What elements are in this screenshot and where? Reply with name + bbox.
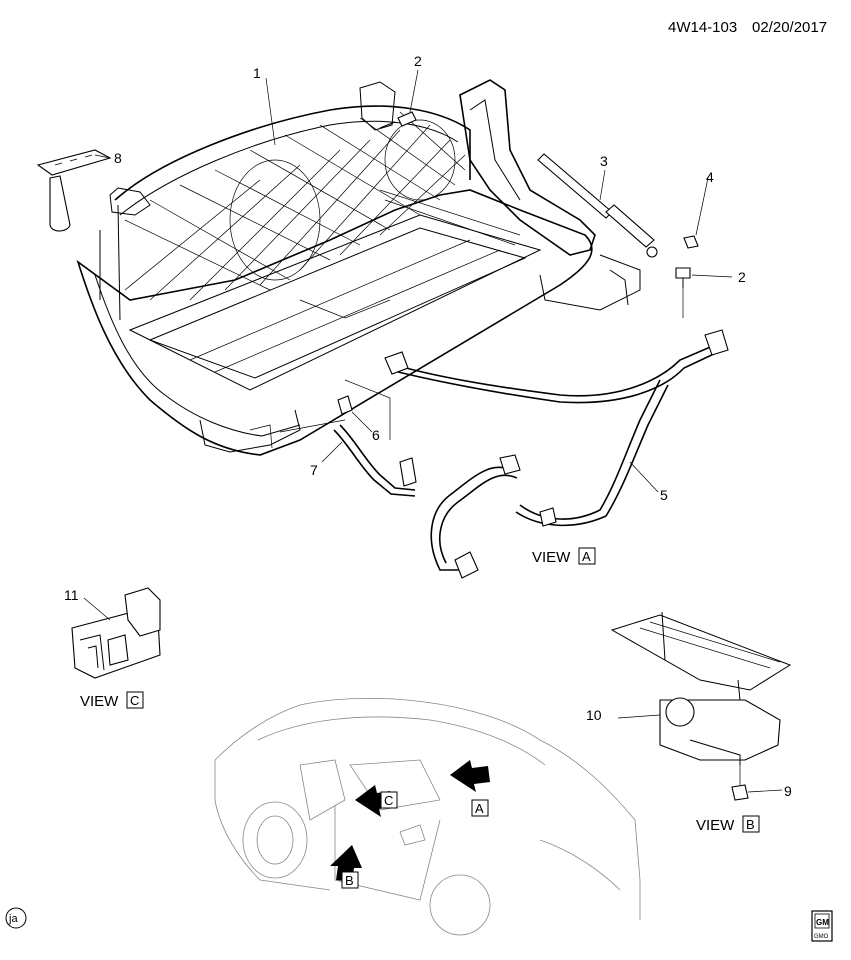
callout-5: 5: [660, 487, 668, 503]
callout-9: 9: [784, 783, 792, 799]
storage-frame: [76, 79, 641, 456]
svg-text:B: B: [345, 873, 354, 888]
callout-8: 8: [114, 150, 122, 166]
callout-10: 10: [586, 707, 602, 723]
gas-strut: [537, 153, 658, 258]
callout-4: 4: [706, 169, 714, 185]
svg-text:B: B: [746, 817, 755, 832]
diagram-code: 4W14-103: [668, 19, 737, 36]
callout-2-upper: 2: [414, 53, 422, 69]
connector-view-c: [71, 587, 161, 679]
svg-text:A: A: [475, 801, 484, 816]
diagram-date: 02/20/2017: [752, 19, 827, 36]
svg-text:VIEW: VIEW: [80, 693, 119, 710]
clip: [683, 235, 699, 249]
arrow-a: A: [450, 760, 490, 817]
bolt-lower: [675, 267, 691, 288]
svg-text:C: C: [384, 793, 393, 808]
callout-7: 7: [310, 462, 318, 478]
actuator-view-b: [610, 611, 792, 765]
svg-text:ja: ja: [8, 913, 18, 925]
svg-text:VIEW: VIEW: [532, 549, 571, 566]
view-b-label: VIEW B: [696, 815, 760, 834]
vehicle-outline: [214, 698, 641, 936]
bolt-upper: [379, 111, 417, 129]
callout-11: 11: [64, 587, 79, 603]
view-a-label: VIEW A: [532, 547, 596, 566]
arrow-c: C: [355, 785, 398, 817]
svg-text:C: C: [130, 693, 139, 708]
callout-2-lower: 2: [738, 269, 746, 285]
svg-text:GM: GM: [816, 918, 829, 927]
svg-text:A: A: [582, 549, 591, 564]
nut-view-b: [731, 765, 749, 801]
sensor-harness: [279, 379, 417, 497]
callout-3: 3: [600, 153, 608, 169]
callout-1: 1: [253, 65, 261, 81]
strap-plate: [36, 149, 112, 232]
wiring-harness: [384, 329, 729, 579]
callout-6: 6: [372, 427, 380, 443]
svg-text:VIEW: VIEW: [696, 817, 735, 834]
arrow-b: B: [330, 845, 362, 889]
view-c-label: VIEW C: [80, 691, 144, 710]
svg-text:GMO: GMO: [814, 934, 829, 940]
gm-logo: GM GMO: [811, 910, 833, 942]
ja-mark: ja: [5, 907, 27, 929]
